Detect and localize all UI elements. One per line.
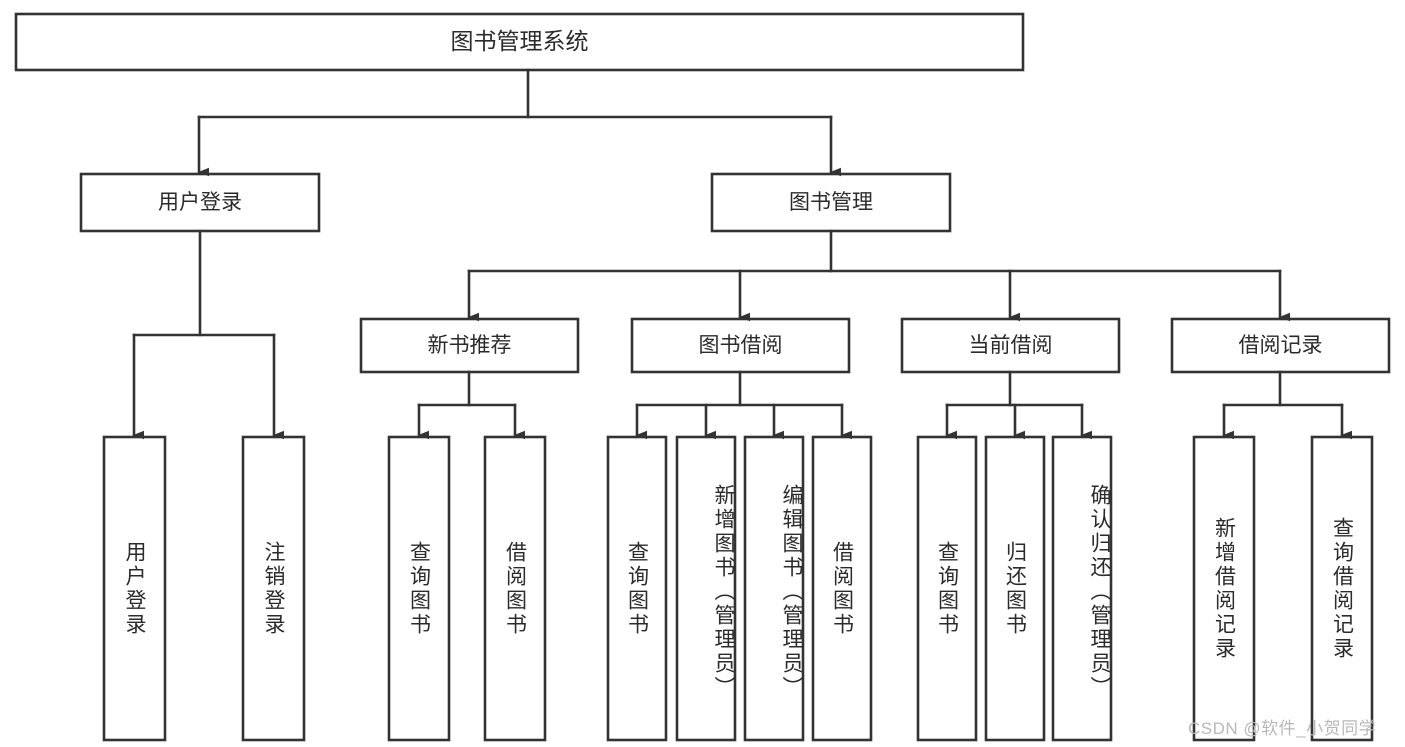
node-box-root[interactable] xyxy=(14,12,1025,72)
node-box-leaf-query-book-recommend[interactable] xyxy=(387,435,451,742)
node-box-book-borrow[interactable] xyxy=(630,317,851,374)
node-box-borrow-records[interactable] xyxy=(1170,317,1391,374)
node-box-user-login[interactable] xyxy=(79,172,321,233)
node-box-current-borrow[interactable] xyxy=(900,317,1121,374)
watermark-text: CSDN @软件_小贺同学 xyxy=(1188,719,1377,738)
node-box-leaf-query-book-current[interactable] xyxy=(916,435,978,742)
node-box-leaf-query-borrow-record[interactable] xyxy=(1310,435,1374,742)
node-box-leaf-add-borrow-record[interactable] xyxy=(1192,435,1256,742)
node-box-leaf-confirm-return[interactable] xyxy=(1051,435,1113,742)
node-box-leaf-user-login[interactable] xyxy=(102,435,167,742)
node-box-leaf-edit-book[interactable] xyxy=(743,435,805,742)
node-box-leaf-return-book[interactable] xyxy=(984,435,1046,742)
node-box-new-book-recommend[interactable] xyxy=(359,317,580,374)
node-box-book-management[interactable] xyxy=(710,172,952,233)
node-box-leaf-borrow-book[interactable] xyxy=(811,435,873,742)
node-box-leaf-query-book-borrow[interactable] xyxy=(606,435,668,742)
node-box-leaf-add-book[interactable] xyxy=(675,435,737,742)
node-box-leaf-user-logout[interactable] xyxy=(241,435,306,742)
node-box-leaf-borrow-book-recommend[interactable] xyxy=(483,435,547,742)
